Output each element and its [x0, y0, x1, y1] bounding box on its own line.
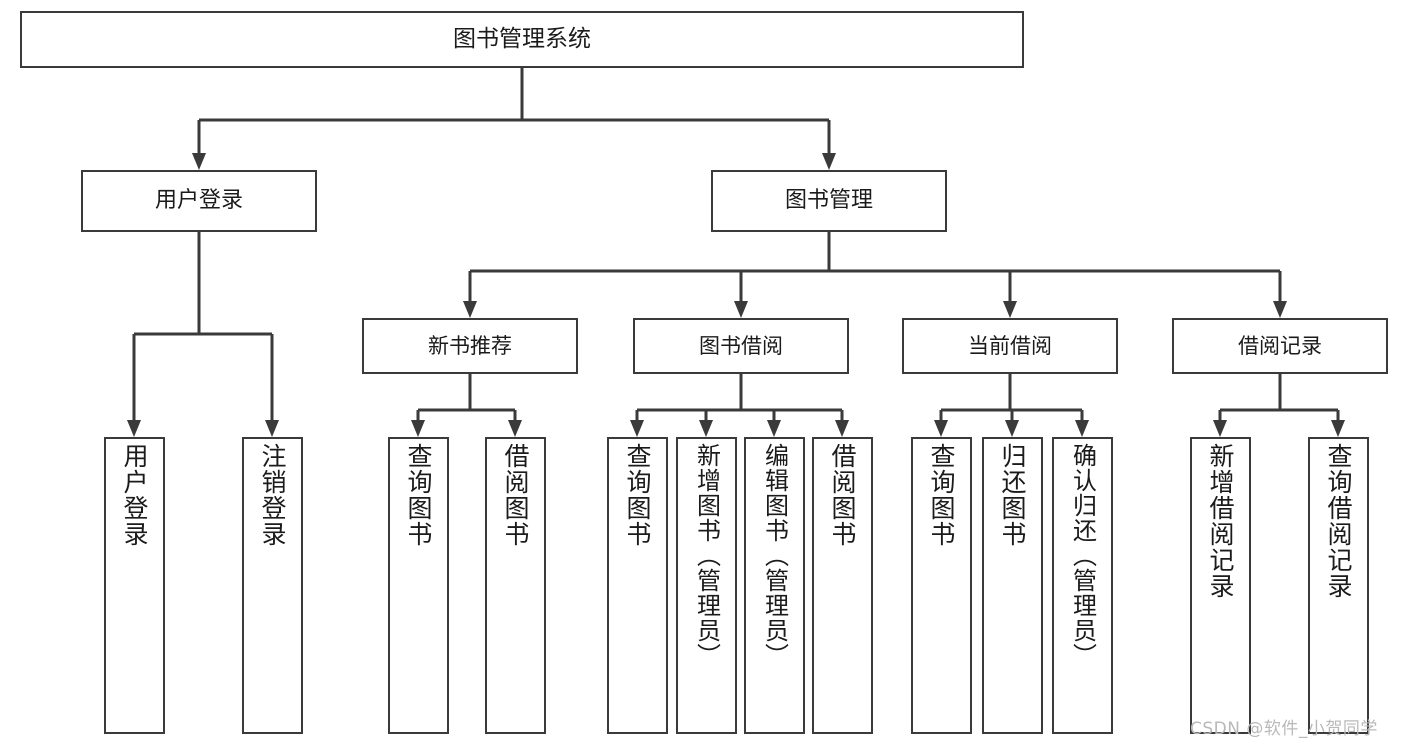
leaf-node-label: 查询图书 [404, 443, 433, 547]
leaf-node-label: 用户登录 [120, 443, 149, 547]
level2-node-label: 图书管理 [784, 188, 873, 214]
level2-node-1: 图书管理 [711, 170, 947, 232]
watermark: CSDN @软件_小贺同学 [1190, 719, 1378, 739]
leaf-node-label: 查询图书 [623, 443, 652, 547]
leaf-node-0: 用户登录 [104, 437, 165, 734]
leaf-node-label: 借阅图书 [828, 443, 857, 547]
leaf-node-label: 注销登录 [258, 443, 287, 547]
leaf-node-6: 编辑图书（管理员） [744, 437, 805, 734]
level3-node-label: 新书推荐 [428, 333, 512, 358]
leaf-node-10: 确认归还（管理员） [1052, 437, 1113, 734]
leaf-node-label: 查询借阅记录 [1324, 443, 1353, 599]
leaf-node-7: 借阅图书 [812, 437, 873, 734]
leaf-node-3: 借阅图书 [485, 437, 546, 734]
root-node-0: 图书管理系统 [20, 11, 1024, 68]
leaf-node-8: 查询图书 [911, 437, 972, 734]
leaf-node-label: 归还图书 [998, 443, 1027, 547]
leaf-node-9: 归还图书 [982, 437, 1043, 734]
level2-node-0: 用户登录 [81, 170, 317, 232]
level3-node-label: 当前借阅 [968, 333, 1052, 358]
level2-node-label: 用户登录 [154, 188, 243, 214]
level3-node-2: 当前借阅 [902, 318, 1118, 374]
leaf-node-2: 查询图书 [388, 437, 449, 734]
leaf-node-label: 借阅图书 [501, 443, 530, 547]
leaf-node-label: 确认归还（管理员） [1068, 443, 1097, 668]
level3-node-label: 借阅记录 [1238, 333, 1322, 358]
leaf-node-label: 新增图书（管理员） [692, 443, 721, 668]
leaf-node-label: 新增借阅记录 [1206, 443, 1235, 599]
level3-node-label: 图书借阅 [699, 333, 783, 358]
leaf-node-label: 编辑图书（管理员） [760, 443, 789, 668]
leaf-node-12: 查询借阅记录 [1308, 437, 1369, 734]
leaf-node-label: 查询图书 [927, 443, 956, 547]
root-node-label: 图书管理系统 [453, 25, 591, 52]
leaf-node-4: 查询图书 [607, 437, 668, 734]
level3-node-1: 图书借阅 [633, 318, 849, 374]
leaf-node-5: 新增图书（管理员） [676, 437, 737, 734]
leaf-node-1: 注销登录 [242, 437, 303, 734]
level3-node-0: 新书推荐 [362, 318, 578, 374]
leaf-node-11: 新增借阅记录 [1190, 437, 1251, 734]
level3-node-3: 借阅记录 [1172, 318, 1388, 374]
